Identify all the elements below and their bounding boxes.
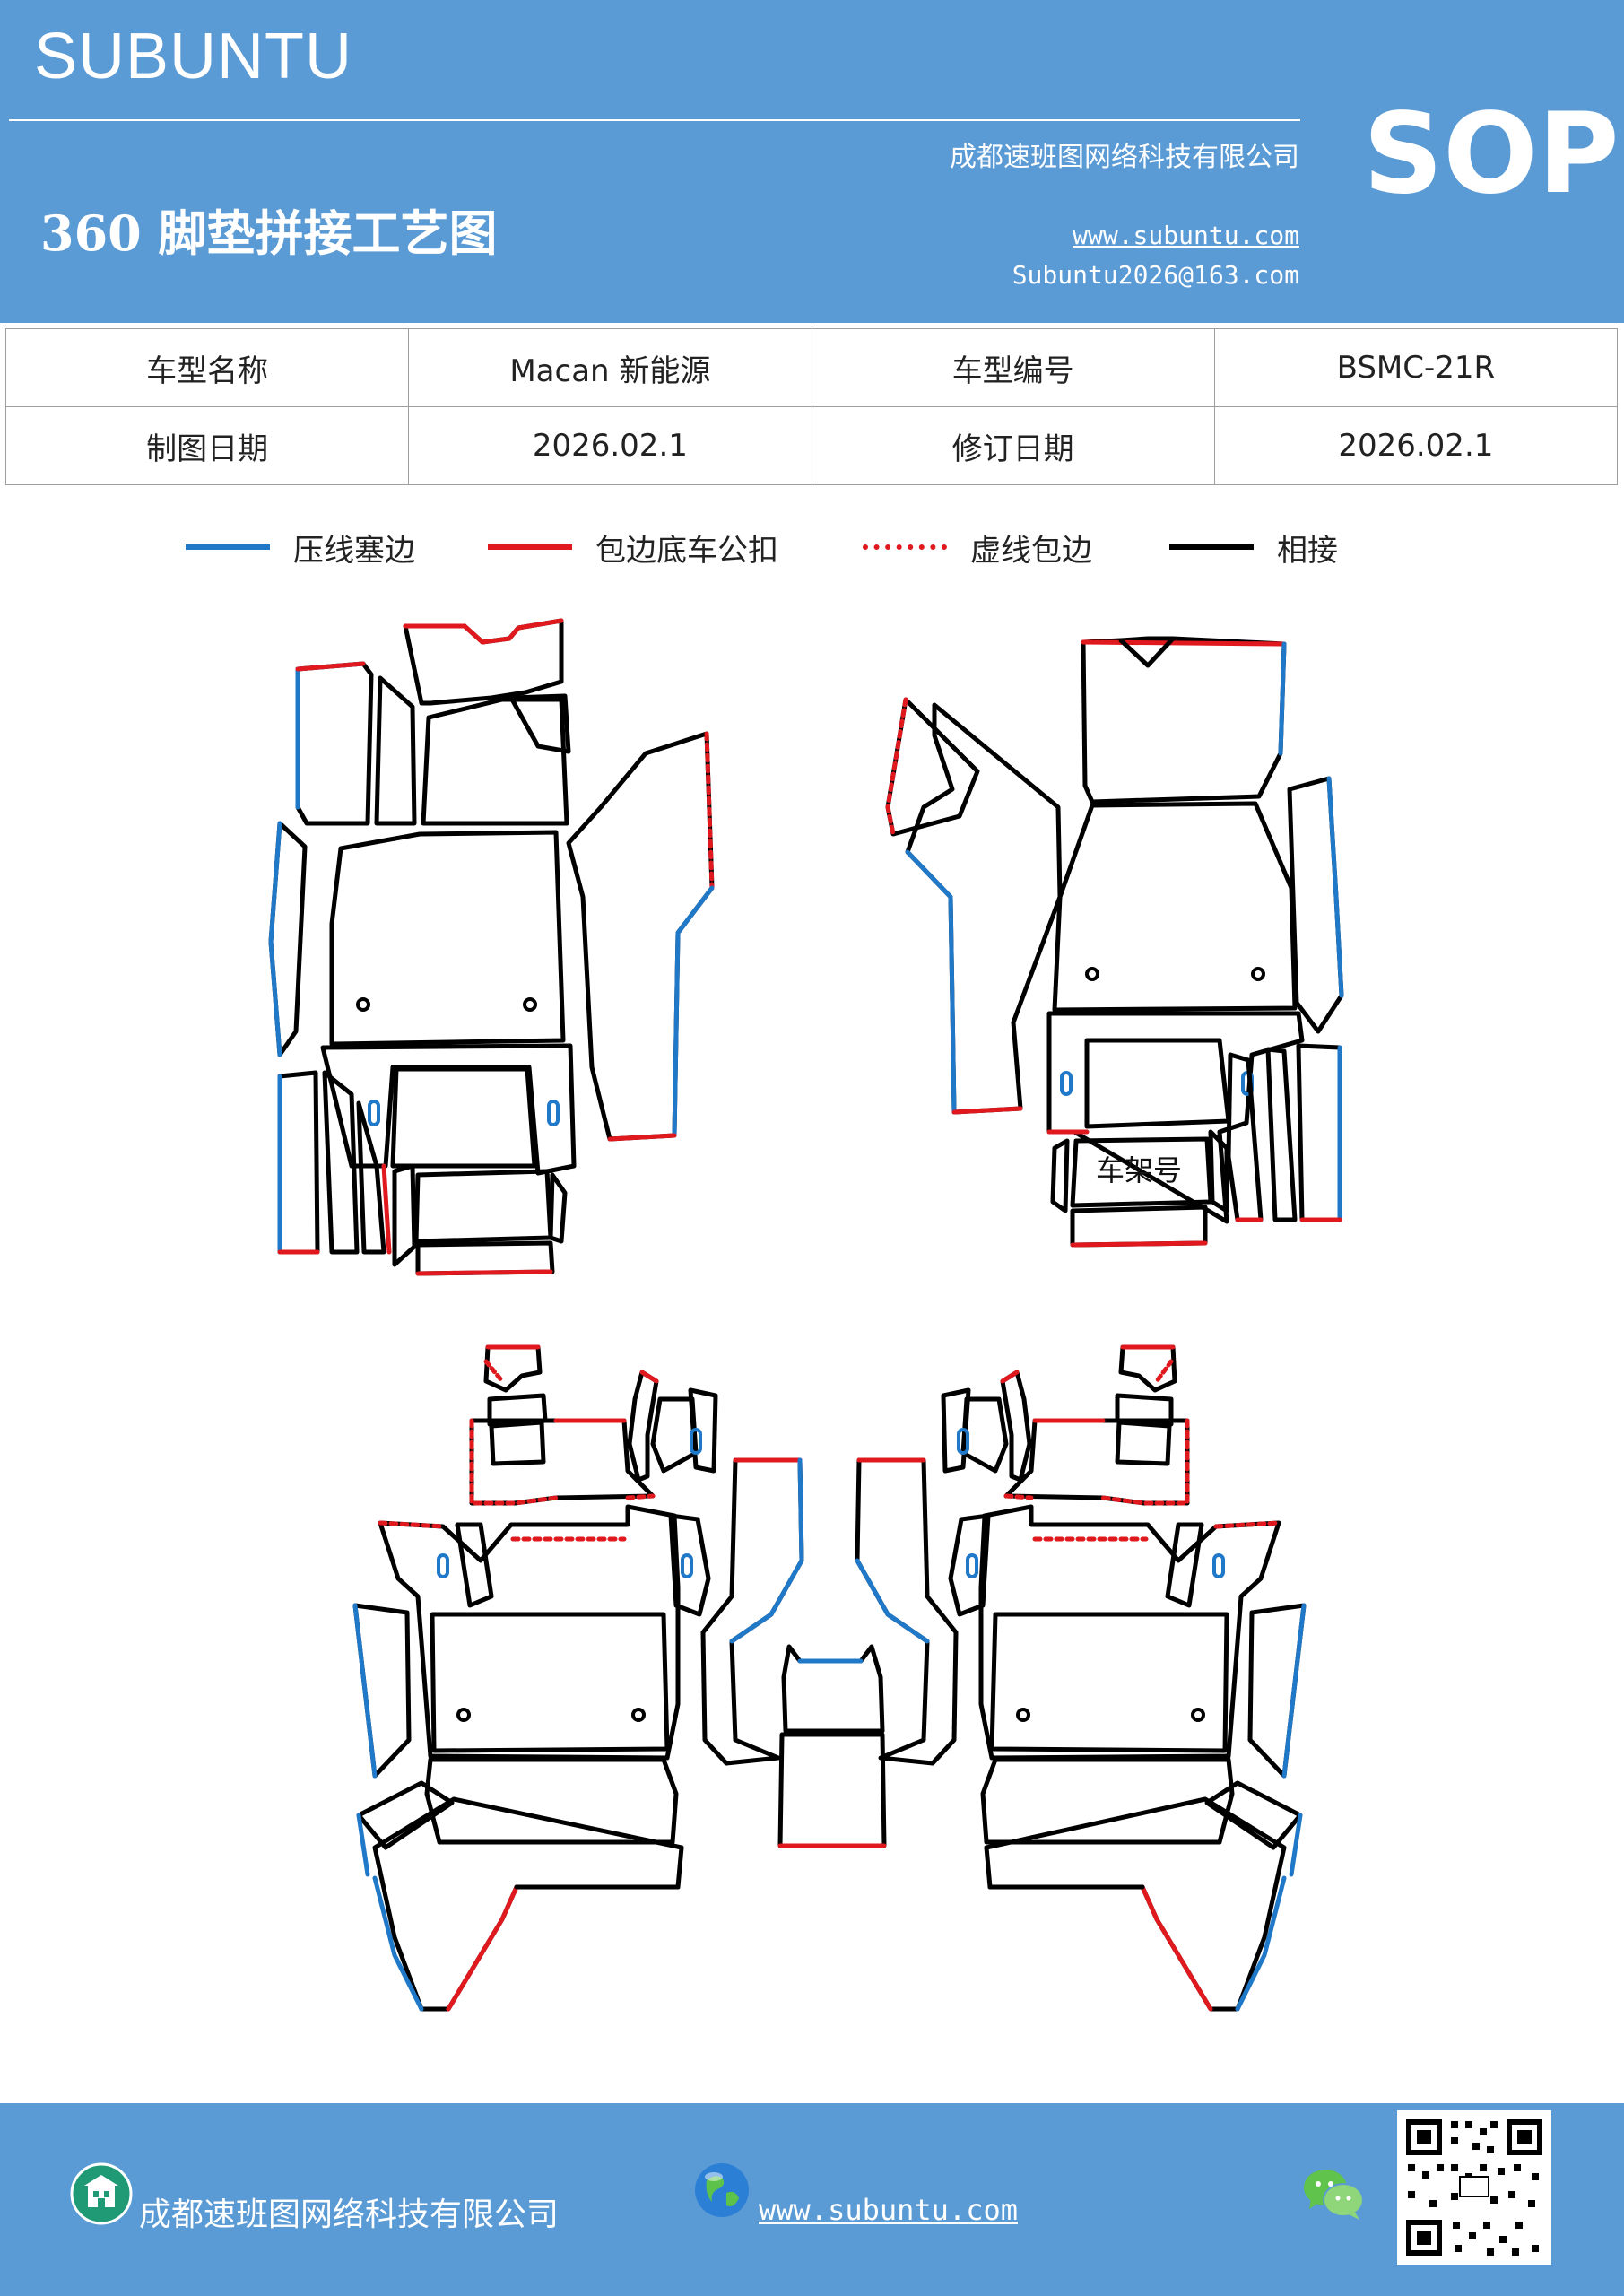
globe-icon [695, 2163, 749, 2217]
email-address: Subuntu2026@163.com [1012, 260, 1299, 290]
blue-line-swatch [186, 544, 270, 550]
vehicle-info-table: 车型名称 Macan 新能源 车型编号 BSMC-21R 制图日期 2026.0… [4, 328, 1619, 485]
floor-mat-diagram: 车架号 [268, 618, 1344, 2012]
front-right-mat [885, 636, 1344, 1248]
rear-mat [352, 1344, 1307, 2012]
sop-badge: SOP [1363, 90, 1620, 219]
table-cell: BSMC-21R [1213, 328, 1619, 407]
table-cell: 2026.02.1 [408, 406, 812, 485]
red-dotted-line-swatch [863, 544, 947, 550]
table-cell: Macan 新能源 [408, 328, 812, 407]
legend-label: 相接 [1277, 532, 1338, 569]
header-divider [9, 119, 1300, 121]
qr-code-icon [1397, 2110, 1551, 2265]
front-left-mat [268, 618, 715, 1276]
legend-item-red-dotted: 虚线包边 [863, 520, 1092, 574]
page-footer: 成都速班图网络科技有限公司 www.subuntu.com [0, 2103, 1624, 2296]
table-cell: 修订日期 [811, 406, 1215, 485]
legend-item-red: 包边底车公扣 [488, 520, 778, 574]
legend-label: 压线塞边 [293, 532, 415, 569]
line-legend: 压线塞边 包边底车公扣 虚线包边 相接 [0, 520, 1624, 583]
table-cell: 车型编号 [811, 328, 1215, 407]
website-link[interactable]: www.subuntu.com [1073, 221, 1299, 250]
footer-company: 成都速班图网络科技有限公司 [139, 2196, 560, 2233]
wechat-icon [1304, 2170, 1364, 2220]
legend-item-blue: 压线塞边 [186, 520, 415, 574]
page-header: SUBUNTU 成都速班图网络科技有限公司 360 脚垫拼接工艺图 www.su… [0, 0, 1624, 323]
footer-website-link[interactable]: www.subuntu.com [759, 2193, 1018, 2227]
table-row: 制图日期 2026.02.1 修订日期 2026.02.1 [4, 406, 1619, 485]
legend-label: 包边底车公扣 [595, 532, 778, 569]
legend-label: 虚线包边 [970, 532, 1092, 569]
red-line-swatch [488, 544, 572, 550]
table-cell: 制图日期 [4, 406, 410, 485]
building-icon [70, 2162, 133, 2225]
legend-item-black: 相接 [1169, 520, 1338, 574]
brand-name: SUBUNTU [34, 21, 353, 92]
table-row: 车型名称 Macan 新能源 车型编号 BSMC-21R [4, 328, 1619, 407]
company-name: 成都速班图网络科技有限公司 [950, 142, 1299, 173]
black-line-swatch [1169, 544, 1254, 550]
document-title: 360 脚垫拼接工艺图 [40, 204, 498, 262]
vin-label: 车架号 [1096, 1153, 1182, 1187]
table-cell: 2026.02.1 [1213, 406, 1619, 485]
table-cell: 车型名称 [4, 328, 410, 407]
